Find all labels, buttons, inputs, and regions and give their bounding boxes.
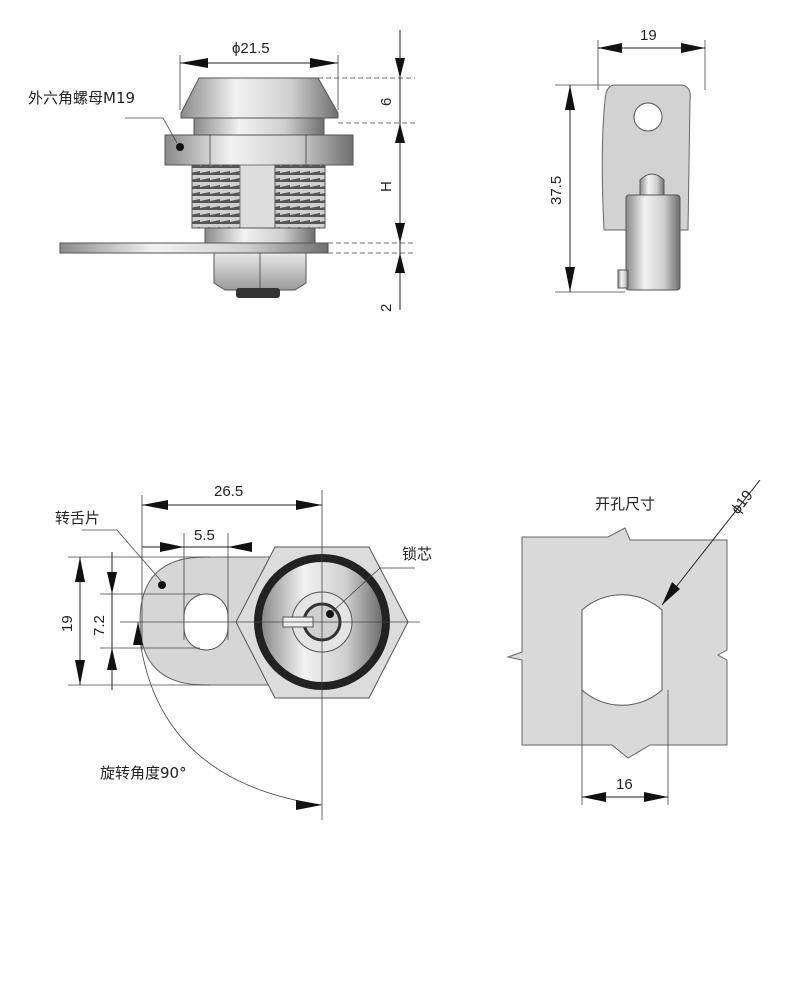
cam-length-label: 26.5: [214, 483, 243, 500]
thread-right: [274, 164, 326, 229]
cam-dot: [158, 581, 166, 589]
bottom-screw: [236, 288, 280, 298]
washer: [193, 117, 325, 136]
nut-thickness-label: 2: [378, 304, 395, 312]
cutout-diameter-label: ϕ19: [728, 487, 757, 517]
thread-left: [191, 164, 241, 229]
thread-core: [239, 164, 276, 229]
hex-nut: [164, 134, 354, 166]
cam-width-label: 19: [59, 615, 76, 632]
panel-thickness-label: H: [378, 181, 395, 192]
core-label: 锁芯: [402, 545, 432, 563]
key-shaft: [625, 194, 681, 291]
front-view: ϕ21.5 6 H 2 外六角螺母M19: [28, 30, 415, 312]
head-height-label: 6: [378, 98, 395, 106]
lock-head: [180, 77, 339, 119]
nut-dot: [176, 143, 184, 151]
key-head: [601, 84, 691, 231]
slot-offset-label: 5.5: [194, 527, 215, 544]
cutout-view: 16 ϕ19 开孔尺寸: [506, 479, 761, 805]
nut-label: 外六角螺母M19: [28, 89, 135, 107]
rotation-label: 旋转角度90°: [100, 764, 187, 782]
cam-plate-side: [59, 242, 329, 254]
cutout-title: 开孔尺寸: [595, 495, 655, 513]
key-width-label: 19: [640, 27, 657, 44]
cam-label: 转舌片: [55, 509, 100, 527]
collar: [204, 227, 316, 244]
key-length-label: 37.5: [548, 176, 565, 205]
key-hole: [633, 102, 663, 132]
cam-view: 26.5 5.5 19 7.2 转舌片 锁芯 旋转角度90°: [55, 483, 432, 820]
key-view: 19 37.5: [548, 27, 706, 293]
key-tip: [639, 173, 665, 196]
flat-width-label: 16: [616, 776, 633, 793]
head-diameter-label: ϕ21.5: [232, 40, 270, 57]
slot-width-label: 7.2: [91, 615, 108, 636]
cutout-hole: [581, 594, 663, 706]
